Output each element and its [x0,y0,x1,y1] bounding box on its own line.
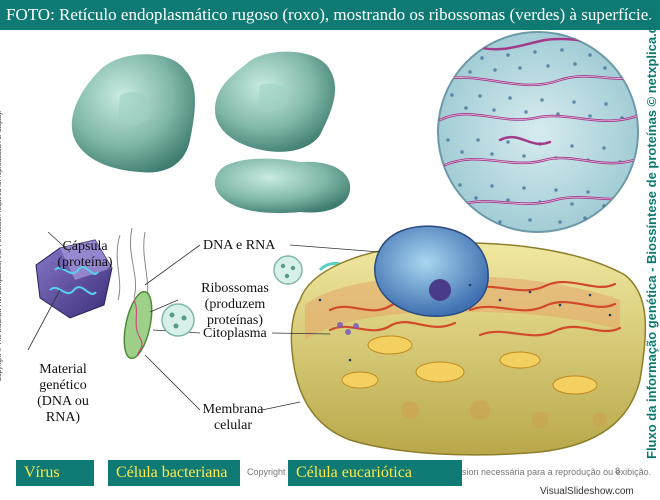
label-ribossomas: Ribossomas (produzem proteínas) [201,281,269,328]
ribosome-zoom-bubble-1 [161,303,195,337]
label-material-genetico: Material genético (DNA ou RNA) [37,362,89,425]
eukaryotic-cell-illustration [261,225,647,456]
watermark: VisualSlideshow.com [538,486,636,497]
page-number: 8 [615,466,621,476]
label-membrana-celular: Membrana celular [202,402,264,433]
virus-illustration [27,231,113,351]
bacterium-illustration [116,227,201,411]
ribosome-large-subunit-1 [71,54,195,173]
label-capsula: Cápsula (proteína) [57,239,113,270]
ribosome-zoom-bubble-2 [273,255,303,285]
slide-title: FOTO: Retículo endoplasmático rugoso (ro… [0,0,660,30]
label-citoplasma: Citoplasma [203,326,267,341]
er-micrograph [437,31,639,233]
caption-celula-bacteriana: Célula bacteriana [108,460,240,486]
ribosome-small-subunit [214,158,351,214]
caption-celula-eucariotica: Célula eucariótica [288,460,462,486]
ribosome-large-subunit-2 [215,51,336,152]
caption-virus: Vírus [16,460,94,486]
site-credit-vertical: Fluxo da informação genética - Biossínte… [644,6,659,459]
label-dna-rna: DNA e RNA [203,238,276,253]
